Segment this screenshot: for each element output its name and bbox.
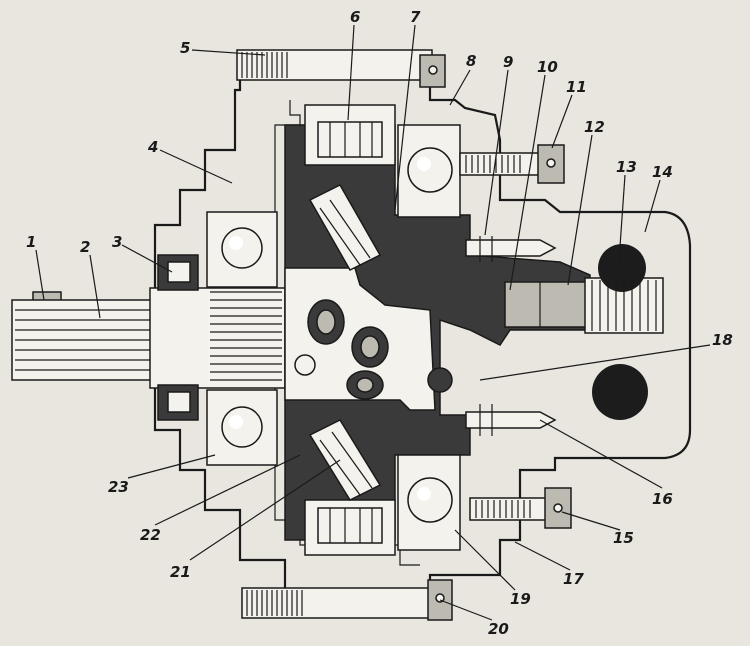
lower-roller-bearing xyxy=(304,499,396,556)
label-14: 14 xyxy=(652,163,673,181)
label-4: 4 xyxy=(147,138,158,156)
label-15: 15 xyxy=(613,529,634,547)
shaft-bearing-upper xyxy=(206,211,278,288)
leader-lines xyxy=(35,24,711,621)
lower-guide-pin xyxy=(465,404,557,436)
label-8: 8 xyxy=(466,52,476,70)
label-12: 12 xyxy=(584,118,605,136)
label-2: 2 xyxy=(80,238,90,256)
lower-piston xyxy=(308,419,382,501)
housing-inner-line xyxy=(274,100,420,566)
bottom-bolt xyxy=(241,579,453,621)
label-5: 5 xyxy=(180,39,190,57)
label-21: 21 xyxy=(170,563,191,581)
label-18: 18 xyxy=(712,331,733,349)
upper-guide-pin xyxy=(465,236,557,262)
control-spring xyxy=(584,244,664,334)
label-19: 19 xyxy=(510,590,531,608)
housing-outline xyxy=(153,58,692,602)
label-9: 9 xyxy=(503,53,513,71)
upper-ball-bearing xyxy=(397,124,461,218)
shaft-bearing-lower xyxy=(206,389,278,466)
upper-roller-bearing xyxy=(304,104,396,166)
lower-ball-bearing xyxy=(397,454,461,551)
label-3: 3 xyxy=(112,233,122,251)
label-11: 11 xyxy=(566,78,587,96)
label-10: 10 xyxy=(537,58,558,76)
upper-adjust-screw xyxy=(459,144,565,184)
label-16: 16 xyxy=(652,490,673,508)
upper-piston xyxy=(308,184,382,271)
label-23: 23 xyxy=(108,478,129,496)
label-22: 22 xyxy=(140,526,161,544)
control-rod xyxy=(504,281,596,328)
callout-labels: 1 2 3 4 5 6 7 8 9 10 11 12 13 14 15 16 1… xyxy=(26,8,733,638)
drive-shaft xyxy=(11,287,286,389)
label-1: 1 xyxy=(26,233,36,251)
label-20: 20 xyxy=(488,620,509,638)
label-13: 13 xyxy=(616,158,637,176)
housing-port-hole xyxy=(592,364,648,420)
shaft-seal xyxy=(157,254,199,421)
label-7: 7 xyxy=(410,8,421,26)
rotor-ports xyxy=(294,299,453,400)
label-17: 17 xyxy=(563,570,584,588)
label-6: 6 xyxy=(350,8,360,26)
top-bolt xyxy=(236,49,446,88)
lower-adjust-screw xyxy=(469,487,572,529)
